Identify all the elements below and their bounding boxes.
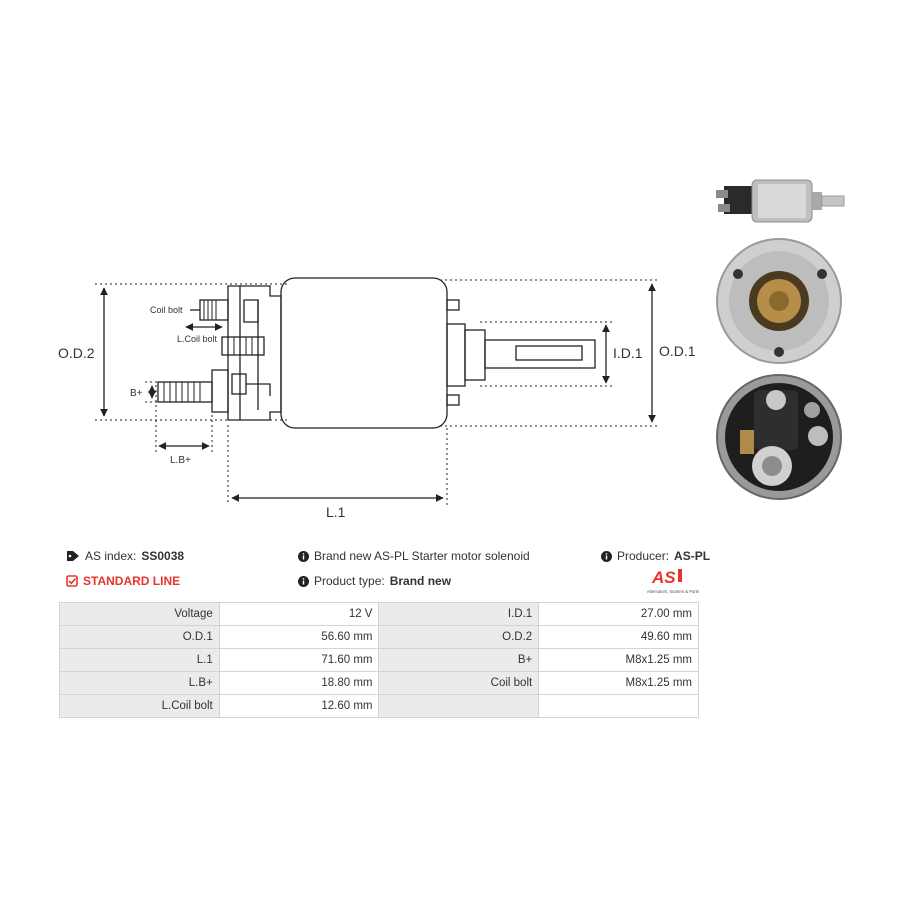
spec-label: B+ [378, 648, 540, 672]
spec-value [538, 694, 699, 718]
logo-text: AS [651, 568, 676, 587]
spec-label: L.1 [59, 648, 220, 672]
lb-label: L.B+ [170, 455, 191, 466]
spec-label: Coil bolt [378, 671, 540, 695]
od2-label: O.D.2 [58, 345, 95, 361]
check-square-icon [66, 575, 78, 587]
info-icon [601, 550, 612, 562]
as-index: AS index: SS0038 [66, 549, 184, 563]
od1-label: O.D.1 [659, 343, 696, 359]
logo-tagline: Alternators, Starters & Parts [647, 589, 699, 594]
info-icon [298, 575, 309, 587]
producer-label: Producer: [617, 549, 670, 563]
l1-label: L.1 [326, 504, 346, 520]
technical-drawing: O.D.2 O.D.1 I.D.1 L.1 L.B+ B+ Coil bolt … [58, 277, 696, 520]
producer-value: AS-PL [674, 549, 711, 563]
spec-label: L.Coil bolt [59, 694, 220, 718]
coil-bolt-label: Coil bolt [150, 305, 183, 315]
standard-line: STANDARD LINE [66, 574, 180, 588]
spec-label: L.B+ [59, 671, 220, 695]
info-icon [298, 550, 309, 562]
spec-label: O.D.2 [378, 625, 540, 649]
product-type-value: Brand new [389, 574, 452, 588]
spec-value: M8x1.25 mm [538, 648, 699, 672]
spec-value: 56.60 mm [218, 625, 380, 649]
product-photo-side [716, 179, 845, 223]
spec-value: M8x1.25 mm [538, 671, 699, 695]
spec-value: 49.60 mm [538, 625, 699, 649]
product-photo-back [716, 374, 842, 500]
tag-icon [67, 551, 79, 561]
product-photo-front [716, 238, 842, 364]
spec-value: 12.60 mm [218, 694, 380, 718]
spec-label [378, 694, 540, 718]
l-coil-bolt-label: L.Coil bolt [177, 334, 218, 344]
product-type-label: Product type: [314, 574, 385, 588]
description-text: Brand new AS-PL Starter motor solenoid [314, 549, 530, 563]
standard-line-label: STANDARD LINE [83, 574, 181, 588]
spec-label: I.D.1 [378, 602, 540, 626]
producer: Producer: AS-PL [601, 549, 710, 563]
spec-value: 27.00 mm [538, 602, 699, 626]
as-index-value: SS0038 [141, 549, 185, 563]
spec-value: 71.60 mm [218, 648, 380, 672]
product-type: Product type: Brand new [298, 574, 451, 588]
spec-label: Voltage [59, 602, 220, 626]
description: Brand new AS-PL Starter motor solenoid [298, 549, 530, 563]
spec-value: 12 V [218, 602, 380, 626]
bplus-label: B+ [130, 388, 143, 399]
spec-value: 18.80 mm [218, 671, 380, 695]
as-pl-logo: AS Alternators, Starters & Parts [647, 568, 699, 594]
as-index-label: AS index: [85, 549, 137, 563]
id1-label: I.D.1 [613, 345, 643, 361]
spec-label: O.D.1 [59, 625, 220, 649]
